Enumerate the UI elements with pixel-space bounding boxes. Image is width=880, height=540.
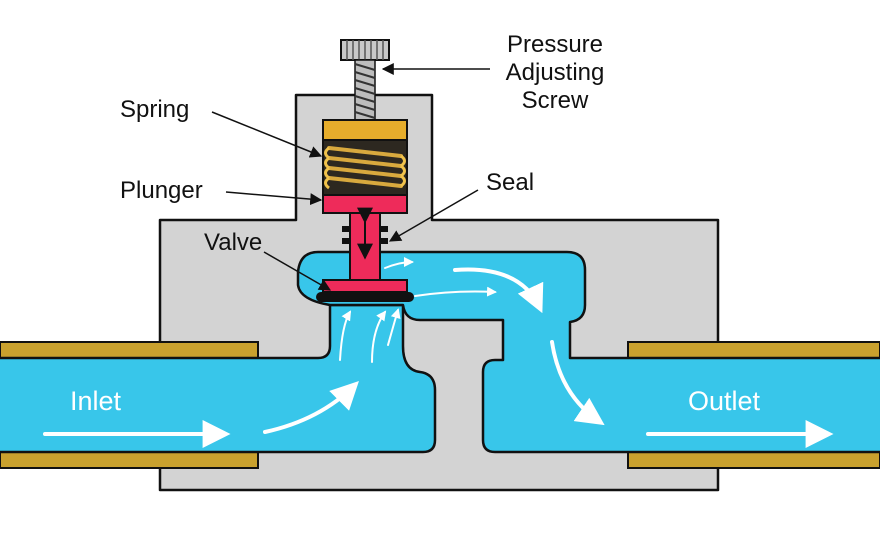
seal-rings (342, 226, 388, 244)
seal-label: Seal (486, 169, 534, 196)
pressure-screw-label-line3: Screw (522, 87, 589, 114)
flow-arrows (43, 257, 834, 448)
pressure-screw-label-line2: Adjusting (506, 59, 605, 86)
outlet-label: Outlet (688, 386, 761, 416)
inlet-label: Inlet (70, 386, 122, 416)
outlet-fluid-channel (296, 250, 880, 454)
spring-coils-back (324, 146, 330, 190)
outlet-pipe-wall-top (627, 341, 880, 359)
seal-ring (380, 226, 388, 232)
pressure-screw-label-line1: Pressure (507, 31, 603, 58)
rising-flow-arrow (263, 381, 359, 434)
seal-ring (342, 226, 350, 232)
inlet-pipe-wall-top (0, 341, 259, 359)
leader-lines (211, 63, 490, 291)
plunger-foot (322, 279, 408, 293)
chamber-flow-arrow-upper (384, 257, 414, 269)
spring-coils-front (400, 154, 406, 188)
plunger-head (322, 194, 408, 214)
seal-ring (380, 238, 388, 244)
descending-flow-arrow (550, 340, 605, 426)
spring-assembly (322, 119, 408, 196)
inlet-fluid-channel (0, 303, 437, 454)
plunger-label: Plunger (120, 177, 203, 204)
plunger (322, 194, 408, 293)
screw-knob-knurling (346, 40, 384, 60)
spring-icon (327, 146, 403, 188)
seal-ring (342, 238, 350, 244)
inlet-pipe (0, 341, 259, 469)
valve-seat (316, 292, 414, 302)
chamber-flow-arrow-curve (453, 267, 544, 314)
seal-leader-line (388, 189, 479, 242)
outlet-pipe-wall-bottom (627, 451, 880, 469)
spring-label: Spring (120, 96, 189, 123)
spring-housing-cap (322, 119, 408, 141)
valve-flow-arrow-mid (371, 310, 387, 363)
valve-label: Valve (204, 229, 262, 256)
inlet-pipe-wall-bottom (0, 451, 259, 469)
valve-flow-arrow-right (387, 308, 401, 346)
plunger-leader-line (225, 191, 323, 206)
screw-thread (354, 63, 376, 119)
chamber-flow-arrow-lower (414, 286, 497, 297)
valve-flow-arrow-left (339, 310, 352, 361)
spring-leader-line (211, 111, 323, 158)
valve-leader-line (263, 251, 332, 291)
pressure-adjusting-screw (340, 39, 390, 121)
